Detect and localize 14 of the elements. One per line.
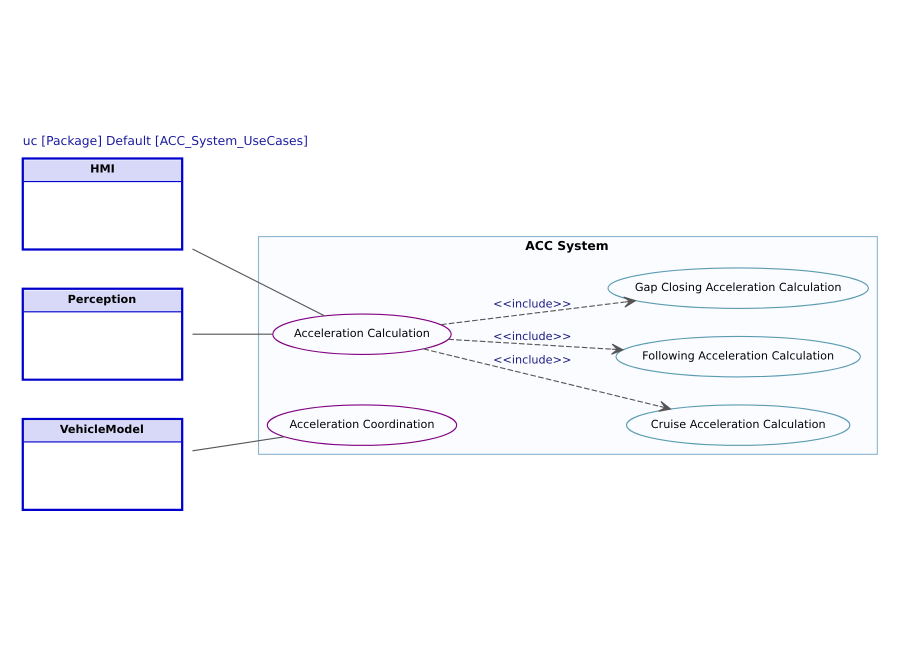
edge-label: <<include>> — [493, 296, 572, 310]
arrow — [440, 296, 636, 325]
node-ellipse: Acceleration Coordination — [266, 404, 458, 446]
connector — [192, 436, 284, 451]
connector — [192, 333, 272, 334]
diagram-title: uc [Package] Default [ACC_System_UseCases] — [22, 133, 308, 148]
arrow — [448, 338, 624, 354]
edge-label: <<include>> — [493, 329, 572, 342]
connector — [192, 248, 325, 316]
node-ellipse: Following Acceleration Calculation — [615, 335, 861, 377]
node-ellipse: Acceleration Calculation — [272, 312, 452, 354]
arrow — [423, 348, 672, 412]
edge-label: <<include>> — [493, 352, 572, 366]
node-ellipse: Cruise Acceleration Calculation — [626, 404, 850, 446]
